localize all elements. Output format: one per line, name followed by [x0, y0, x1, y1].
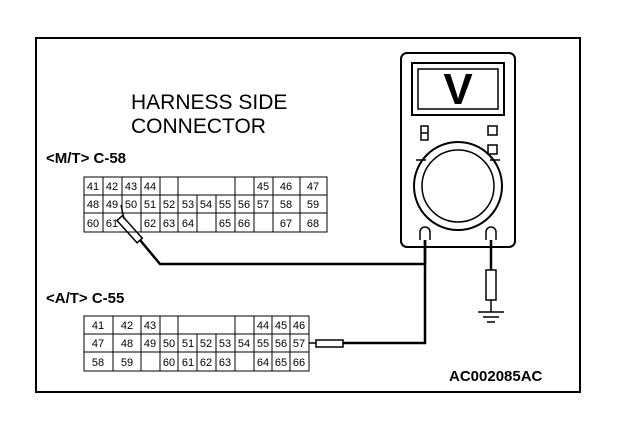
probe-wire-mt: [115, 204, 427, 266]
meter-dial: [413, 141, 503, 231]
pin-label: 44: [257, 320, 269, 332]
pin-label: 62: [200, 357, 212, 369]
pin-label: 49: [144, 338, 156, 350]
pin-label: 46: [280, 181, 292, 193]
pin-label: 65: [219, 218, 231, 230]
pin-label: 60: [163, 357, 175, 369]
title-line-1: HARNESS SIDE: [131, 91, 288, 114]
connector-at: [83, 315, 310, 372]
probe-tip-icon: [485, 269, 497, 301]
pin-label: 45: [275, 320, 287, 332]
meter-button-icon: [487, 144, 498, 155]
pin-label: 50: [163, 338, 175, 350]
pin-label: 66: [238, 218, 250, 230]
meter-voltage-symbol: V: [443, 65, 473, 114]
pin-label: 49: [106, 199, 118, 211]
pin-label: 66: [293, 357, 305, 369]
pin-label: 59: [307, 199, 319, 211]
meter-display: [411, 62, 505, 116]
ground-lead: [485, 240, 497, 312]
pin-label: 64: [182, 218, 194, 230]
pin-label: 58: [280, 199, 292, 211]
pin-label: 46: [293, 320, 305, 332]
pin-label: 42: [106, 181, 118, 193]
pin-label: 67: [280, 218, 292, 230]
title-line-2: CONNECTOR: [131, 115, 266, 138]
probe-wire-at: [309, 240, 427, 348]
pin-label: 56: [275, 338, 287, 350]
pin-label: 48: [121, 338, 133, 350]
pin-label: 47: [307, 181, 319, 193]
pin-label: 57: [293, 338, 305, 350]
pin-label: 60: [87, 218, 99, 230]
diagram-frame: [35, 37, 581, 393]
jack-v-icon: [485, 226, 497, 240]
pin-label: 68: [307, 218, 319, 230]
pin-label: 65: [275, 357, 287, 369]
figure-code: AC002085AC: [449, 368, 543, 385]
pin-label: 52: [163, 199, 175, 211]
pin-label: 50: [125, 199, 137, 211]
pin-label: 63: [219, 357, 231, 369]
pin-label: 56: [238, 199, 250, 211]
connector-at-pins: 41 42 43 44 45 46 47 48 49 50 51 52 53 5…: [92, 320, 305, 369]
connector-mt-label: <M/T> C-58: [46, 150, 127, 167]
pin-label: 48: [87, 199, 99, 211]
meter-dial-inner: [421, 149, 495, 223]
pin-label: 44: [144, 181, 156, 193]
meter-body: [400, 52, 516, 248]
pin-label: 63: [163, 218, 175, 230]
connector-mt: [83, 176, 328, 233]
pin-label: 41: [92, 320, 104, 332]
pin-label: 52: [200, 338, 212, 350]
pin-label: 64: [257, 357, 269, 369]
pin-label: 42: [121, 320, 133, 332]
pin-label: 57: [257, 199, 269, 211]
ground-icon: [478, 311, 504, 323]
pin-label: 41: [87, 181, 99, 193]
probe-tip-icon: [115, 214, 144, 244]
pin-label: 45: [257, 181, 269, 193]
connector-mt-pins: 41 42 43 44 45 46 47 48 49 50 51 52 53 5…: [87, 181, 319, 230]
pin-label: 62: [144, 218, 156, 230]
probe-tip-icon: [315, 339, 344, 348]
pin-label: 53: [182, 199, 194, 211]
pin-label: 54: [200, 199, 212, 211]
multimeter: [400, 52, 516, 248]
pin-label: 53: [219, 338, 231, 350]
pin-label: 58: [92, 357, 104, 369]
meter-button-icon: [487, 125, 498, 136]
pin-label: 43: [125, 181, 137, 193]
pin-label: 61: [106, 218, 118, 230]
connector-at-label: <A/T> C-55: [46, 290, 125, 307]
pin-label: 61: [182, 357, 194, 369]
pin-label: 43: [144, 320, 156, 332]
pin-label: 47: [92, 338, 104, 350]
pin-label: 51: [182, 338, 194, 350]
pin-label: 51: [144, 199, 156, 211]
pin-label: 55: [257, 338, 269, 350]
meter-display-inner: [417, 68, 499, 110]
pin-label: 54: [238, 338, 250, 350]
pin-label: 55: [219, 199, 231, 211]
jack-com-icon: [419, 226, 431, 240]
pin-label: 59: [121, 357, 133, 369]
